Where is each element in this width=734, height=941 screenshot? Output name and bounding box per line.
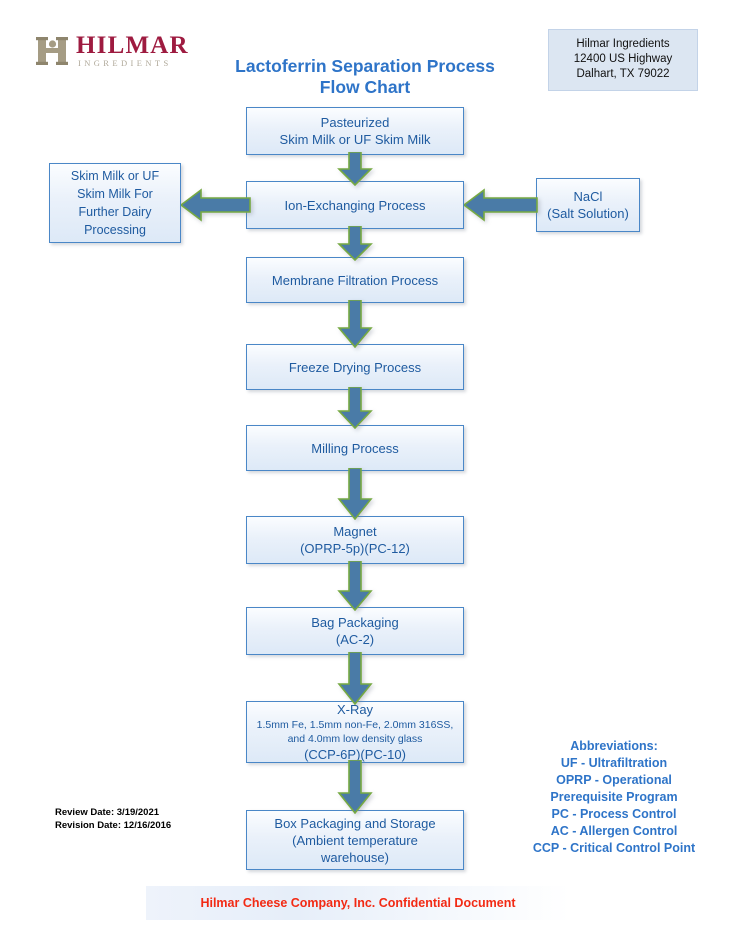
membrane-label: Membrane Filtration Process <box>271 272 439 288</box>
revision-date: Revision Date: 12/16/2016 <box>55 820 172 831</box>
arrow-down-magnet-to-bag <box>337 561 373 611</box>
skim-return-line-2: Skim Milk For <box>77 187 153 201</box>
process-box-box-packaging-storage[interactable]: Box Packaging and Storage (Ambient tempe… <box>246 810 464 870</box>
process-box-skim-milk-return[interactable]: Skim Milk or UF Skim Milk For Further Da… <box>49 163 181 243</box>
skim-return-line-3: Further Dairy <box>78 205 152 219</box>
storage-line-1: Box Packaging and Storage <box>274 815 436 831</box>
storage-line-3: warehouse) <box>321 849 389 865</box>
xray-line-2: 1.5mm Fe, 1.5mm non-Fe, 2.0mm 316SS, <box>256 719 454 731</box>
ion-exchange-label: Ion-Exchanging Process <box>284 197 426 213</box>
process-box-xray[interactable]: X-Ray 1.5mm Fe, 1.5mm non-Fe, 2.0mm 316S… <box>246 701 464 763</box>
company-address-box: Hilmar Ingredients 12400 US Highway Dalh… <box>548 29 698 91</box>
abbreviation-item: CCP - Critical Control Point <box>532 841 696 855</box>
xray-line-3: and 4.0mm low density glass <box>287 733 423 745</box>
abbreviation-item: UF - Ultrafiltration <box>560 756 668 770</box>
process-box-pasteurized[interactable]: Pasteurized Skim Milk or UF Skim Milk <box>246 107 464 155</box>
logo-subwordmark: INGREDIENTS <box>78 58 172 68</box>
title-line-2: Flow Chart <box>319 77 411 97</box>
abbreviation-item: AC - Allergen Control <box>550 824 678 838</box>
document-dates: Review Date: 3/19/2021 Revision Date: 12… <box>55 806 171 832</box>
footer-text: Hilmar Cheese Company, Inc. Confidential… <box>200 896 516 910</box>
arrow-left-ion-exchange-to-skim-return <box>181 188 251 222</box>
arrow-left-nacl-to-ion-exchange <box>464 188 538 222</box>
abbreviations-legend: Abbreviations: UF - Ultrafiltration OPRP… <box>498 738 730 857</box>
address-line-1: Hilmar Ingredients <box>576 38 670 50</box>
arrow-down-pasteurized-to-ion-exchange <box>337 152 373 186</box>
bag-line-2: (AC-2) <box>335 632 375 647</box>
page-title: Lactoferrin Separation Process Flow Char… <box>195 56 535 98</box>
arrow-down-ion-exchange-to-membrane <box>337 226 373 261</box>
pasteurized-line-2: Skim Milk or UF Skim Milk <box>279 132 431 147</box>
bag-line-1: Bag Packaging <box>311 615 399 630</box>
abbreviation-item: Prerequisite Program <box>550 790 678 804</box>
skim-return-line-4: Processing <box>84 223 146 237</box>
title-line-1: Lactoferrin Separation Process <box>235 56 495 76</box>
freeze-label: Freeze Drying Process <box>288 359 422 375</box>
arrow-down-xray-to-storage <box>337 760 373 814</box>
process-box-membrane-filtration[interactable]: Membrane Filtration Process <box>246 257 464 303</box>
process-box-nacl[interactable]: NaCl (Salt Solution) <box>536 178 640 232</box>
address-line-3: Dalhart, TX 79022 <box>576 68 670 80</box>
pasteurized-line-1: Pasteurized <box>320 115 390 130</box>
process-box-ion-exchanging[interactable]: Ion-Exchanging Process <box>246 181 464 229</box>
magnet-line-2: (OPRP-5p)(PC-12) <box>300 541 410 556</box>
confidential-footer-bar: Hilmar Cheese Company, Inc. Confidential… <box>146 886 570 920</box>
arrow-down-freeze-to-milling <box>337 387 373 429</box>
abbreviation-item: PC - Process Control <box>551 807 677 821</box>
arrow-down-membrane-to-freeze <box>337 300 373 348</box>
abbreviations-heading: Abbreviations: <box>570 739 658 753</box>
skim-return-line-1: Skim Milk or UF <box>70 169 160 183</box>
process-box-freeze-drying[interactable]: Freeze Drying Process <box>246 344 464 390</box>
review-date: Review Date: 3/19/2021 <box>55 807 160 818</box>
xray-line-1: X-Ray <box>336 702 374 717</box>
milling-label: Milling Process <box>311 440 399 456</box>
hilmar-h-monogram-icon <box>36 37 68 65</box>
process-box-magnet[interactable]: Magnet (OPRP-5p)(PC-12) <box>246 516 464 564</box>
arrow-down-bag-to-xray <box>337 652 373 705</box>
process-box-milling[interactable]: Milling Process <box>246 425 464 471</box>
magnet-line-1: Magnet <box>333 524 377 539</box>
storage-line-2: (Ambient temperature <box>292 832 418 848</box>
xray-line-4: (CCP-6P)(PC-10) <box>304 747 406 762</box>
nacl-line-1: NaCl <box>573 189 603 204</box>
hilmar-ingredients-logo: HILMAR INGREDIENTS <box>36 32 189 72</box>
address-line-2: 12400 US Highway <box>573 53 673 65</box>
nacl-line-2: (Salt Solution) <box>547 206 629 221</box>
arrow-down-milling-to-magnet <box>337 468 373 520</box>
abbreviation-item: OPRP - Operational <box>556 773 672 787</box>
process-box-bag-packaging[interactable]: Bag Packaging (AC-2) <box>246 607 464 655</box>
logo-wordmark: HILMAR <box>76 32 189 59</box>
